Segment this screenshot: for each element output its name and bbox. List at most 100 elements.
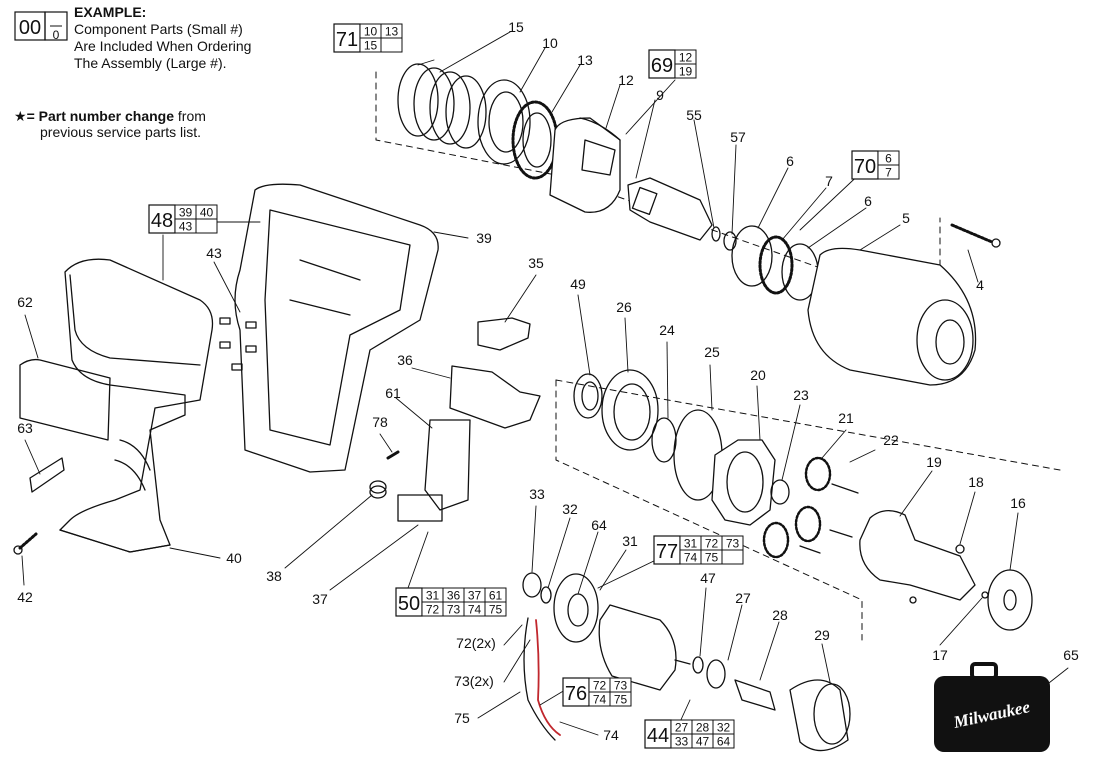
- assembly-component-number: 47: [696, 735, 710, 749]
- assembly-number: 76: [565, 683, 587, 705]
- callout-65: 65: [1063, 647, 1079, 663]
- callout-74: 74: [603, 727, 619, 743]
- callout-35: 35: [528, 255, 544, 271]
- note-rest: from: [174, 108, 206, 124]
- callout-10: 10: [542, 35, 558, 51]
- assembly-component-number: 75: [614, 693, 628, 707]
- washer-32: [540, 586, 552, 604]
- callout-40: 40: [226, 550, 242, 566]
- callout-6: 6: [864, 193, 872, 209]
- ring-gear-20: [711, 439, 776, 526]
- washer-23: [770, 479, 790, 505]
- screw-4: [950, 223, 1001, 248]
- callout-27: 27: [735, 590, 751, 606]
- callout-13: 13: [577, 52, 593, 68]
- assembly-component-number: 72: [426, 603, 440, 617]
- callout-55: 55: [686, 107, 702, 123]
- assembly-component-number: 7: [885, 166, 892, 180]
- callout-4: 4: [976, 277, 984, 293]
- assembly-component-number: 32: [717, 721, 731, 735]
- assembly-component-number: 61: [489, 589, 503, 603]
- assembly-component-number: 72: [705, 537, 719, 551]
- label-62: [19, 358, 111, 441]
- callout-15: 15: [508, 19, 524, 35]
- callout-28: 28: [772, 607, 788, 623]
- callout-labels: 1510131295557676543943626342403536617838…: [17, 19, 1079, 743]
- callout-62: 62: [17, 294, 33, 310]
- callout-19: 19: [926, 454, 942, 470]
- assembly-component-number: 39: [179, 206, 193, 220]
- assembly-number: 71: [336, 29, 358, 51]
- assembly-component-number: 40: [200, 206, 214, 220]
- callout-39: 39: [476, 230, 492, 246]
- assembly-component-number: 73: [726, 537, 740, 551]
- wire-75: [523, 617, 556, 741]
- assembly-number: 48: [151, 210, 173, 232]
- washer-57: [723, 231, 737, 251]
- spring-38: [369, 480, 387, 499]
- spring-15: [397, 63, 487, 149]
- assembly-component-number: 28: [696, 721, 710, 735]
- callout-32: 32: [562, 501, 578, 517]
- fan-28: [734, 679, 776, 711]
- assembly-dashed-lines: [375, 71, 1061, 641]
- switch-36: [449, 365, 541, 429]
- callout-49: 49: [570, 276, 586, 292]
- connector-37: [397, 494, 443, 522]
- assembly-component-number: 37: [468, 589, 482, 603]
- washer-10: [477, 79, 531, 165]
- legend-line3: The Assembly (Large #).: [74, 55, 227, 71]
- note-bold: = Part number change: [26, 108, 174, 124]
- trigger-35: [477, 317, 531, 351]
- callout-61: 61: [385, 385, 401, 401]
- ring-gear-26: [601, 369, 659, 451]
- assembly-number: 77: [656, 541, 678, 563]
- label-63: [29, 457, 65, 493]
- assembly-component-number: 75: [489, 603, 503, 617]
- note-line2: previous service parts list.: [40, 124, 202, 140]
- assembly-component-number: 73: [614, 679, 628, 693]
- assembly-component-number: 43: [179, 220, 193, 234]
- callout-63: 63: [17, 420, 33, 436]
- example-small-number: 0: [53, 28, 60, 42]
- callout-78: 78: [372, 414, 388, 430]
- washer-47: [692, 656, 704, 674]
- pins-43: [219, 317, 257, 371]
- callout-36: 36: [397, 352, 413, 368]
- callout-31: 31: [622, 533, 638, 549]
- legend-line2: Are Included When Ordering: [74, 38, 252, 54]
- anvil-9: [627, 177, 713, 241]
- callout-57: 57: [730, 129, 746, 145]
- assembly-component-number: 31: [426, 589, 440, 603]
- callout-38: 38: [266, 568, 282, 584]
- assembly-component-number: 75: [705, 551, 719, 565]
- assembly-component-number: 73: [447, 603, 461, 617]
- o-ring-55: [711, 226, 721, 242]
- board-61: [424, 419, 471, 511]
- screw-42: [13, 532, 38, 555]
- assembly-component-number: 74: [468, 603, 482, 617]
- callout-5: 5: [902, 210, 910, 226]
- callout-42: 42: [17, 589, 33, 605]
- bearing-33: [522, 572, 542, 598]
- leader-lines: [21, 31, 1069, 736]
- callout-18: 18: [968, 474, 984, 490]
- carrying-case-65: Milwaukee: [934, 662, 1050, 752]
- callout-6: 6: [786, 153, 794, 169]
- assembly-component-number: 33: [675, 735, 689, 749]
- part-change-note: ★= Part number change from previous serv…: [14, 108, 206, 140]
- assembly-component-number: 27: [675, 721, 689, 735]
- baffle-29: [789, 679, 851, 752]
- assembly-component-number: 72: [593, 679, 607, 693]
- callout-43: 43: [206, 245, 222, 261]
- washer-6: [731, 225, 773, 287]
- callout-75: 75: [454, 710, 470, 726]
- assembly-number: 44: [647, 725, 669, 747]
- callout-24: 24: [659, 322, 675, 338]
